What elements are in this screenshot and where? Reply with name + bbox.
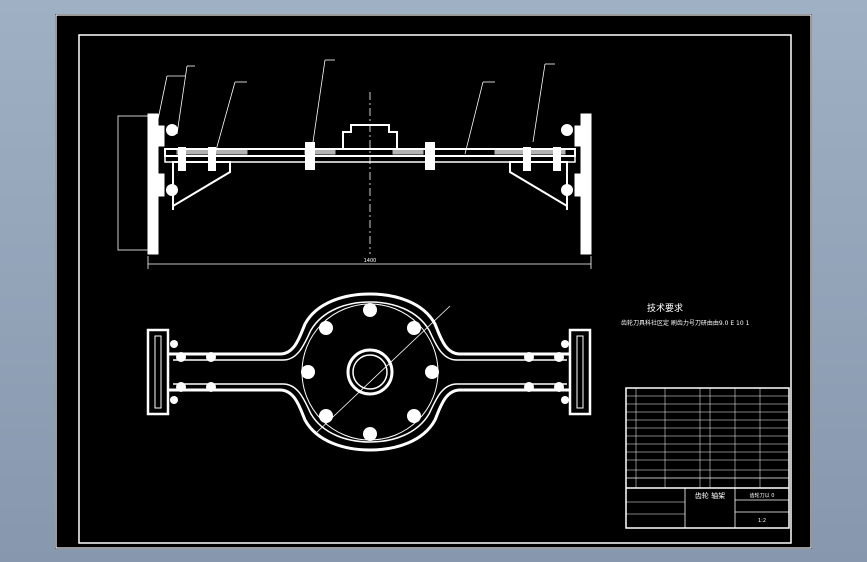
right-flange [580, 113, 592, 255]
dimension-label: 1400 [364, 258, 377, 264]
front-view [117, 92, 592, 269]
cad-drawing: 1400 技术要 [55, 14, 812, 549]
bolts-front [166, 124, 573, 196]
title-block [625, 387, 790, 529]
title-block-scale: 1:2 [758, 518, 766, 524]
tech-requirements-text: 齿轮刀具科社区定 刷齿力号刀研由由9.0 E 10 1 [621, 319, 750, 327]
title-block-drawing-no: 齿轮刀以 0 [750, 492, 775, 499]
inner-frame [78, 34, 792, 544]
leader-lines [154, 59, 555, 155]
title-block-name: 齿轮 轴架 [695, 491, 725, 500]
drawing-sheet: 1400 技术要 [55, 14, 812, 549]
top-right-flange [568, 328, 592, 416]
left-flange [147, 113, 159, 255]
parts-list-rows [626, 388, 789, 488]
outer-frame [55, 14, 812, 549]
bolts-top [170, 303, 569, 441]
top-left-flange [146, 328, 170, 416]
housing-outline [168, 292, 570, 452]
top-view [146, 292, 592, 452]
left-dim-box [117, 115, 149, 251]
center-bore [346, 348, 394, 396]
tech-requirements-title: 技术要求 [647, 302, 683, 314]
